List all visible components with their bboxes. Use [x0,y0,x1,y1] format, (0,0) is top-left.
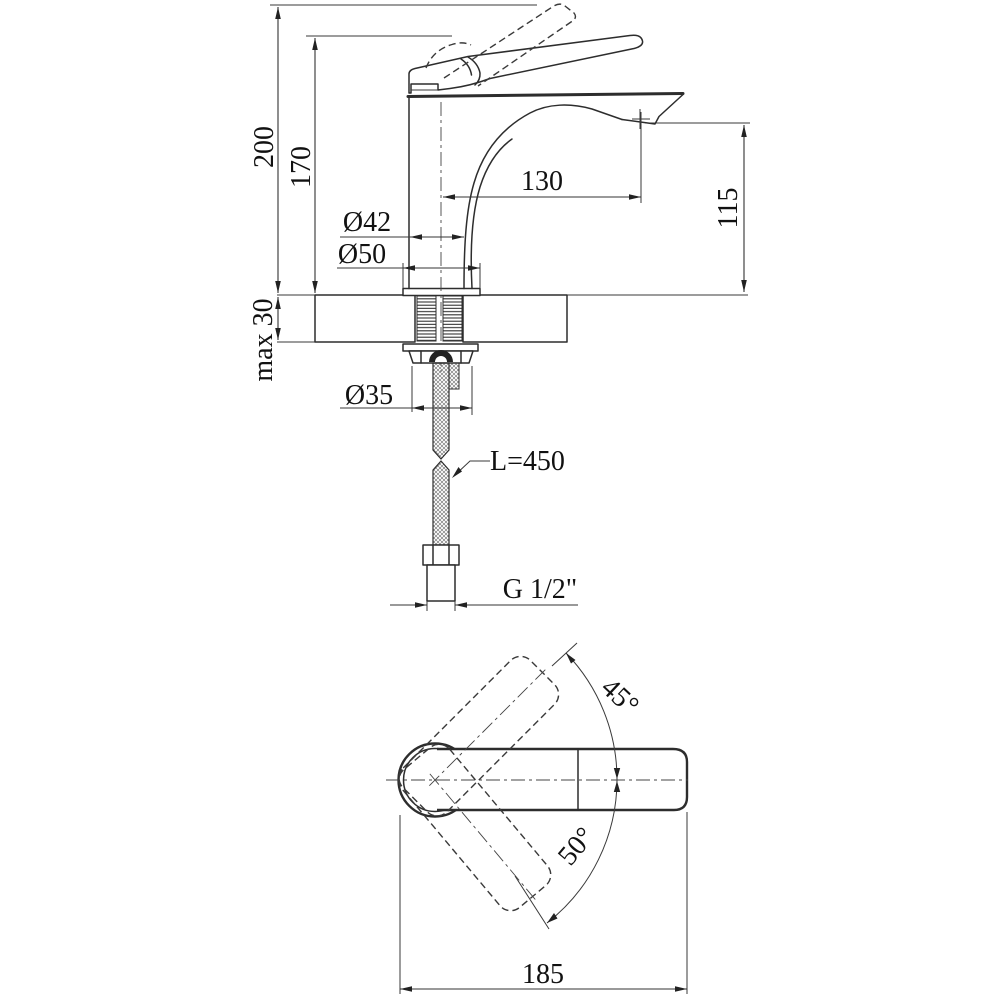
swing-arc-lower [546,779,618,924]
leader-arrowhead [452,467,462,478]
hose-end-fitting [426,564,456,602]
dim-label-shank-diameter: Ø35 [345,380,393,411]
dim-label-overall-length: 185 [522,959,564,990]
dim-label-thread-size: G 1/2" [503,574,577,605]
spout-end-face [621,93,684,125]
threaded-shank-left [416,295,437,342]
body-rear-curve [470,138,513,290]
handle-pos-45 [398,655,560,817]
flex-hose-upper [432,362,450,460]
horseshoe-washer [429,350,453,362]
swing-arc-upper [565,652,618,781]
mounting-washer [402,343,479,352]
spout-underside-curve [463,104,623,290]
top-view: 45° 50° 185 [386,642,689,994]
ext-swing-upper [551,642,578,667]
dim-label-body-diameter: Ø42 [343,207,391,238]
spout-top-edge [406,92,685,98]
dim-label-swing-lower: 50° [552,822,601,872]
mounting-nut [408,350,474,364]
dim-label-body-height: 170 [286,146,317,188]
handle-45-axis [429,666,549,786]
side-view: 200 170 max 30 130 115 Ø42 Ø50 Ø35 [248,3,750,611]
handle-raised-dashed [443,3,577,87]
dim-label-base-diameter: Ø50 [338,239,386,270]
handle-bar [437,747,689,812]
arc-arrow-mid-upper [613,768,621,779]
handle-50-axis [429,773,539,903]
ext-swing-lower [514,875,550,930]
dim-label-hose-length: L=450 [490,446,565,477]
dim-label-spout-reach: 130 [521,166,563,197]
arc-arrow-bottom [547,913,558,923]
flex-hose-lower [432,460,450,546]
threaded-shank-right [442,295,463,342]
handle-pos-50 [398,743,552,912]
base-flange [402,287,481,297]
hose-stub [448,362,460,390]
arc-arrow-mid-lower [613,781,621,792]
arc-arrow-top [566,653,576,664]
dim-label-swing-upper: 45° [595,672,645,721]
hose-hex-nut [422,544,460,566]
dim-label-outlet-height: 115 [713,188,744,229]
dim-label-overall-height: 200 [249,126,280,168]
handle-raised-base-dashed [425,42,472,69]
counter-slab-left [314,294,416,343]
dim-label-deck-thickness: max 30 [248,298,279,381]
handle-lever [408,34,644,94]
counter-slab-right [462,294,568,343]
handle-back-curve-inner [460,58,473,76]
handle-back-curve [467,56,481,86]
